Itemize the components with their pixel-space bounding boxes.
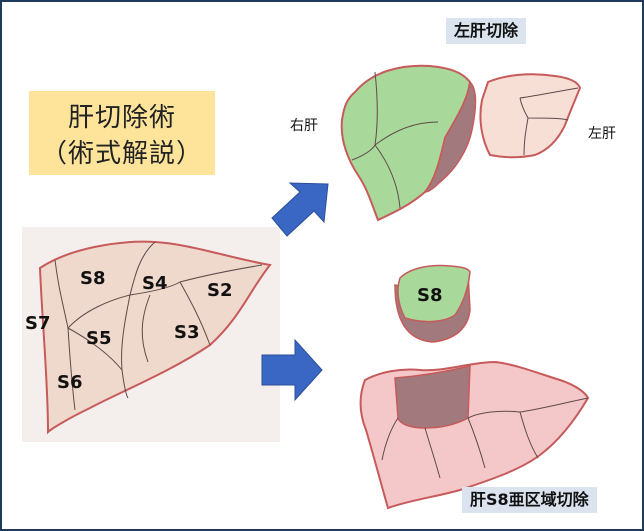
label-left-liver: 左肝 xyxy=(588,126,616,142)
label-right-liver: 右肝 xyxy=(290,118,318,134)
title-box: 肝切除術 （術式解説） xyxy=(29,91,215,175)
segment-label-s2: S2 xyxy=(207,280,233,301)
arrow-lower xyxy=(261,338,323,402)
segment-label-s5: S5 xyxy=(86,328,112,349)
arrow-upper xyxy=(271,182,329,237)
title-line-2: （術式解説） xyxy=(40,139,203,169)
s8-cavity xyxy=(394,365,471,429)
segment-label-s8: S8 xyxy=(80,268,106,289)
label-s8-subsegmentectomy: 肝S8亜区域切除 xyxy=(462,487,597,513)
segment-label-s6: S6 xyxy=(57,372,83,393)
right-liver-cut-surface xyxy=(423,80,477,193)
s8-removed-block xyxy=(394,264,471,343)
left-liver-borders xyxy=(519,87,579,156)
segment-label-s7: S7 xyxy=(25,313,51,334)
liver-after-s8-resection xyxy=(359,360,590,510)
resected-liver-borders xyxy=(381,397,589,479)
title-line-1: 肝切除術 xyxy=(67,103,176,133)
right-liver-remnant xyxy=(340,64,477,222)
main-liver xyxy=(38,240,272,435)
s8-block-top xyxy=(397,264,471,323)
right-liver-borders xyxy=(351,71,439,209)
left-liver-removed xyxy=(479,73,582,159)
segment-label-s8-removed: S8 xyxy=(417,285,443,306)
label-left-hepatectomy: 左肝切除 xyxy=(446,18,527,44)
segment-label-s3: S3 xyxy=(174,322,200,343)
left-liver-shape xyxy=(479,73,582,159)
segment-borders xyxy=(54,241,263,411)
segment-label-s4: S4 xyxy=(142,273,168,294)
